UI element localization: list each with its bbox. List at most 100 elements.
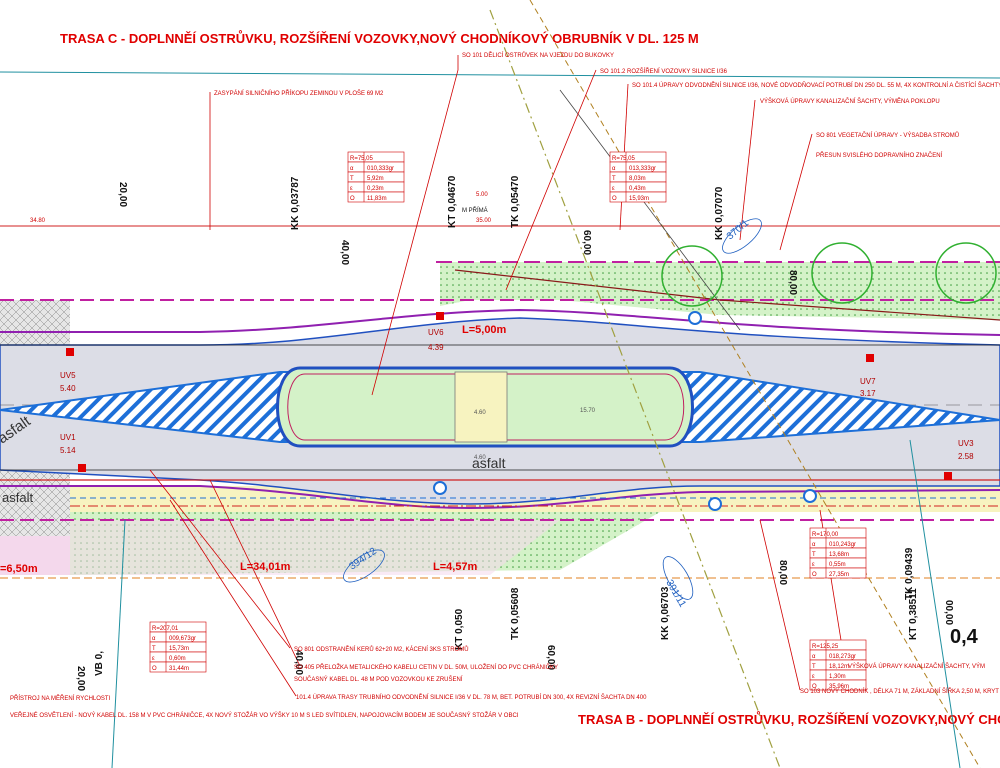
curve-table-cell — [149, 661, 207, 673]
curve-table-key: ε — [812, 562, 815, 568]
traffic-island — [0, 366, 1000, 448]
curve-table-key: α — [812, 542, 816, 548]
leader-so101 — [371, 55, 459, 396]
station-label: 60,00 — [545, 645, 556, 670]
dimension-label: L=5,00m — [462, 324, 507, 336]
chainage-label: KK 0,06703 — [660, 586, 671, 640]
elevation-label: 3.17 — [860, 389, 876, 398]
manhole-2 — [708, 497, 722, 511]
dimension-label: =6,50m — [0, 563, 38, 575]
tree-1 — [661, 245, 723, 307]
elevation-label: UV3 — [958, 439, 974, 448]
title-trasa-b: TRASA B - DOPLNNĚÍ OSTRŮVKU, ROZŠÍŘENÍ V… — [578, 712, 1000, 727]
curve-table-key: ε — [612, 186, 615, 192]
curve-table-value: 18,12m — [829, 664, 849, 670]
note-top-2: SO 101.4 ÚPRAVY ODVODNĚNÍ SILNICE I/36, … — [632, 81, 1000, 89]
diagonal-line-1 — [489, 9, 781, 768]
leader-so801-bottom — [149, 469, 291, 649]
curve-table-key: α — [350, 166, 354, 172]
diagonal-line-3 — [559, 89, 741, 331]
leader-so1012 — [505, 69, 597, 291]
elevation-label: UV7 — [860, 377, 876, 386]
tree-3 — [935, 242, 997, 304]
dimension-label: M PŘÍMÁ — [462, 206, 488, 214]
trees — [661, 242, 997, 307]
note-bottom-7: VÝŠKOVÁ ÚPRAVY KANALIZAČNÍ ŠACHTY, VÝM — [848, 663, 985, 670]
teal-vertical-line-right — [909, 439, 961, 768]
drain-point-1 — [436, 312, 444, 320]
dimension-label: 35.00 — [476, 218, 492, 224]
note-top-5: PŘESUN SVISLÉHO DOPRAVNÍHO ZNAČENÍ — [816, 151, 943, 159]
leader-lines — [149, 55, 846, 697]
curve-table-value: 15,93m — [629, 196, 649, 202]
scale-label: 0,4 — [950, 626, 978, 648]
leader-so405 — [209, 479, 301, 667]
note-top-4: SO 801 VEGETAČNÍ ÚPRAVY - VÝSADBA STROMŮ — [816, 132, 959, 139]
elevation-label: 2.58 — [958, 452, 974, 461]
manhole-1 — [688, 311, 702, 325]
chainage-label: TK 0,05470 — [510, 175, 521, 228]
parcel-outline — [662, 556, 694, 600]
dimension-label: 4.60 — [474, 455, 486, 461]
chainage-label: TK 0,09439 — [904, 547, 915, 600]
note-top-0: SO 101 DĚLICÍ OSTRŮVEK NA VJEZDU DO BUKO… — [462, 51, 614, 59]
curve-table-key: T — [612, 176, 616, 182]
curve-table-key: ε — [152, 656, 155, 662]
station-label: 00,00 — [943, 600, 954, 625]
station-label: 40,00 — [339, 240, 350, 265]
note-top-1: SO 101.2 ROZŠÍŘENÍ VOZOVKY SILNICE I/36 — [600, 67, 728, 75]
chainage-label: VB 0, — [94, 651, 105, 676]
curve-table-cell — [609, 191, 667, 203]
curve-table-value: 35,96m — [829, 684, 849, 690]
curve-table-key: T — [812, 664, 816, 670]
pedestrian-refuge — [454, 371, 508, 443]
pink-area-left — [0, 536, 70, 575]
elevation-label: UV6 — [428, 328, 444, 337]
note-bottom-5: PŘÍSTROJ NA MĚŘENÍ RYCHLOSTI — [10, 694, 111, 702]
note-bottom-2: SOUČASNÝ KABEL DL. 48 M POD VOZOVKOU KE … — [294, 676, 463, 683]
curve-table-value: 13,68m — [829, 552, 849, 558]
station-label: 40,00 — [293, 650, 304, 675]
station-label: 80,00 — [787, 270, 798, 295]
station-label: 20,00 — [117, 182, 128, 207]
curve-table-value: 013,333gr — [629, 166, 656, 172]
curve-table-key: R=75,05 — [350, 156, 374, 162]
curve-table-key: R=207,01 — [152, 626, 179, 632]
curve-table-value: 27,35m — [829, 572, 849, 578]
pink-area-bottom — [70, 520, 560, 575]
curve-table-value: 11,83m — [367, 196, 387, 202]
curve-table-key: R=170,00 — [812, 532, 839, 538]
curve-table-key: O — [612, 196, 617, 202]
chainage-label: TK 0,05608 — [510, 587, 521, 640]
curb-top — [0, 308, 1000, 336]
curb-bottom — [0, 485, 1000, 510]
curve-table-cell — [347, 191, 405, 203]
curve-table-value: 0,55m — [829, 562, 846, 568]
station-label: 80,00 — [777, 560, 788, 585]
note-top-6: ZASYPÁNÍ SILNIČNÍHO PŘÍKOPU ZEMINOU V PL… — [214, 89, 384, 97]
curve-table-key: O — [812, 684, 817, 690]
manhole-4 — [803, 489, 817, 503]
utility-points — [66, 311, 952, 511]
curve-table-value: 8,03m — [629, 176, 646, 182]
elevation-label: UV1 — [60, 433, 76, 442]
title-trasa-c: TRASA C - DOPLNNĚÍ OSTRŮVKU, ROZŠÍŘENÍ V… — [60, 31, 699, 46]
manhole-3 — [433, 481, 447, 495]
diagonal-lines — [111, 0, 981, 768]
chainage-label: KT 0,04670 — [447, 175, 458, 228]
station-label: 20,00 — [75, 666, 86, 691]
chainage-label: KT 0,38511 — [908, 588, 919, 640]
curve-table-value: 1,30m — [829, 674, 846, 680]
drain-point-2 — [66, 348, 74, 356]
parcel-number: 370/1 — [725, 218, 752, 243]
curve-table-key: O — [812, 572, 817, 578]
parcel-outline — [722, 218, 762, 254]
drain-point-5 — [944, 472, 952, 480]
curve-table-value: 009,673gr — [169, 636, 196, 642]
curve-table-key: ε — [350, 186, 353, 192]
curve-table-value: 5,92m — [367, 176, 384, 182]
